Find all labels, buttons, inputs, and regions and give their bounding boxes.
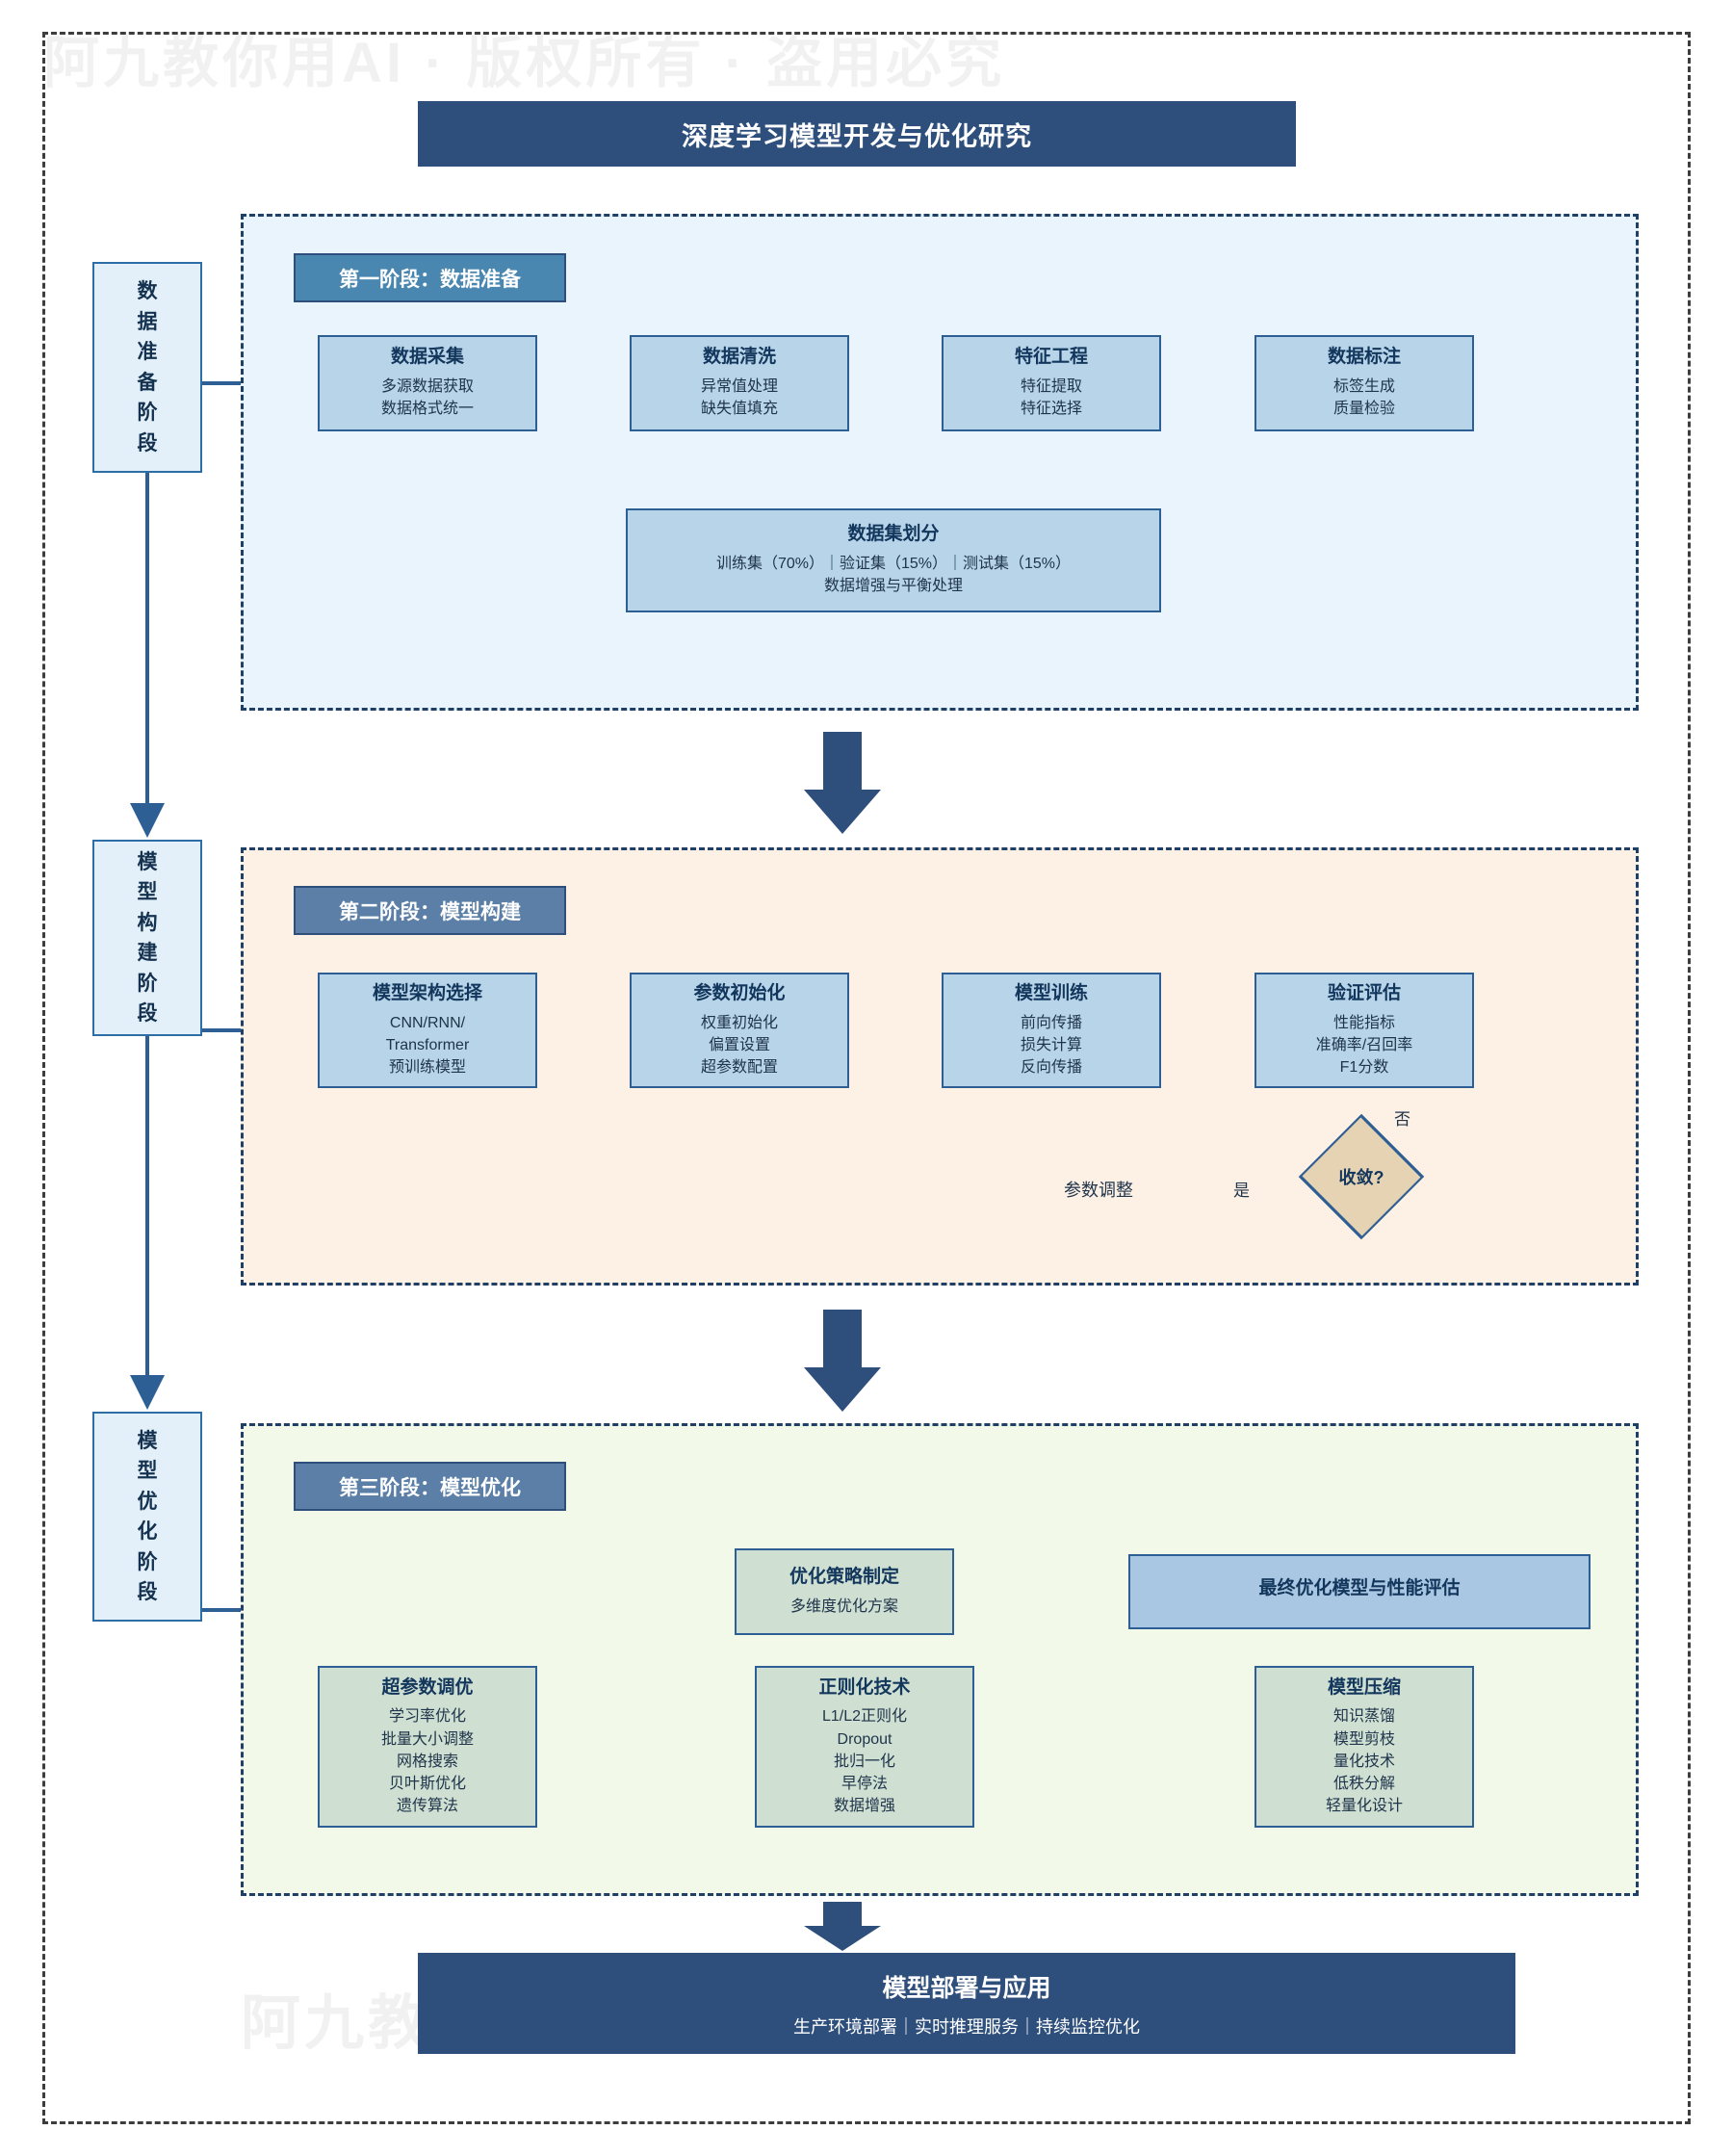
edge-label-param-tuning: 参数调整 xyxy=(1064,1181,1133,1200)
node-sub: 知识蒸馏模型剪枝量化技术低秩分解轻量化设计 xyxy=(1325,1708,1403,1815)
node-feature-engineering[interactable]: 特征工程 特征提取特征选择 xyxy=(942,335,1161,431)
node-sub: 异常值处理缺失值填充 xyxy=(700,378,778,418)
node-sub: 特征提取特征选择 xyxy=(1020,378,1082,418)
stage-label-1: 数据准备阶段 xyxy=(137,280,158,455)
node-sub: 前向传播损失计算反向传播 xyxy=(1020,1014,1082,1076)
node-title: 模型训练 xyxy=(1014,982,1088,1003)
edge-label-no: 否 xyxy=(1394,1110,1410,1129)
decision-label: 收敛? xyxy=(1338,1168,1384,1187)
node-title: 最终优化模型与性能评估 xyxy=(1258,1577,1461,1598)
page-title: 深度学习模型开发与优化研究 xyxy=(418,101,1296,167)
node-dataset-split[interactable]: 数据集划分 训练集（70%）｜验证集（15%）｜测试集（15%） 数据增强与平衡… xyxy=(626,508,1161,612)
node-title: 参数初始化 xyxy=(693,982,786,1003)
node-sub-line2: 数据增强与平衡处理 xyxy=(823,578,963,595)
decision-converged[interactable]: 收敛? xyxy=(1298,1113,1425,1240)
node-title: 模型压缩 xyxy=(1327,1676,1401,1698)
phase1-label: 第一阶段：数据准备 xyxy=(294,253,566,302)
node-sub: 权重初始化偏置设置超参数配置 xyxy=(700,1014,778,1076)
node-title: 数据清洗 xyxy=(702,347,776,368)
node-title: 数据采集 xyxy=(390,347,464,368)
node-data-collection[interactable]: 数据采集 多源数据获取数据格式统一 xyxy=(318,335,537,431)
node-data-labeling[interactable]: 数据标注 标签生成质量检验 xyxy=(1254,335,1474,431)
node-optimization-strategy[interactable]: 优化策略制定 多维度优化方案 xyxy=(735,1548,954,1635)
outer-dashed-frame xyxy=(42,32,1691,2124)
node-title: 超参数调优 xyxy=(381,1676,474,1698)
node-title: 正则化技术 xyxy=(818,1676,911,1698)
node-sub: 多源数据获取数据格式统一 xyxy=(380,378,474,418)
sidebar-item-stage-model-opt[interactable]: 模型优化阶段 xyxy=(92,1412,202,1622)
node-sub: 多维度优化方案 xyxy=(789,1598,898,1615)
node-sub: 学习率优化批量大小调整网格搜索贝叶斯优化遗传算法 xyxy=(380,1708,474,1815)
node-title: 数据集划分 xyxy=(847,524,940,545)
node-sub-line1: 训练集（70%）｜验证集（15%）｜测试集（15%） xyxy=(715,556,1072,573)
node-param-init[interactable]: 参数初始化 权重初始化偏置设置超参数配置 xyxy=(630,973,849,1088)
node-sub: 标签生成质量检验 xyxy=(1332,378,1395,418)
node-deployment[interactable]: 模型部署与应用 生产环境部署｜实时推理服务｜持续监控优化 xyxy=(418,1953,1515,2054)
deploy-sub: 生产环境部署｜实时推理服务｜持续监控优化 xyxy=(793,2016,1140,2037)
deploy-title: 模型部署与应用 xyxy=(882,1974,1051,2002)
node-data-cleaning[interactable]: 数据清洗 异常值处理缺失值填充 xyxy=(630,335,849,431)
node-title: 模型架构选择 xyxy=(372,982,482,1003)
stage-label-2: 模型构建阶段 xyxy=(137,850,158,1026)
node-title: 数据标注 xyxy=(1327,347,1401,368)
phase3-label: 第三阶段：模型优化 xyxy=(294,1462,566,1511)
node-title: 验证评估 xyxy=(1327,982,1401,1003)
node-title: 特征工程 xyxy=(1014,347,1088,368)
node-final-model-eval[interactable]: 最终优化模型与性能评估 xyxy=(1128,1554,1591,1629)
stage-label-3: 模型优化阶段 xyxy=(137,1429,158,1604)
node-model-training[interactable]: 模型训练 前向传播损失计算反向传播 xyxy=(942,973,1161,1088)
phase2-label: 第二阶段：模型构建 xyxy=(294,886,566,935)
node-model-compression[interactable]: 模型压缩 知识蒸馏模型剪枝量化技术低秩分解轻量化设计 xyxy=(1254,1666,1474,1828)
node-hyperparameter-tuning[interactable]: 超参数调优 学习率优化批量大小调整网格搜索贝叶斯优化遗传算法 xyxy=(318,1666,537,1828)
sidebar-item-stage-model-build[interactable]: 模型构建阶段 xyxy=(92,840,202,1036)
edge-label-yes: 是 xyxy=(1233,1182,1250,1200)
node-title: 优化策略制定 xyxy=(789,1567,899,1588)
sidebar-item-stage-data-prep[interactable]: 数据准备阶段 xyxy=(92,262,202,473)
